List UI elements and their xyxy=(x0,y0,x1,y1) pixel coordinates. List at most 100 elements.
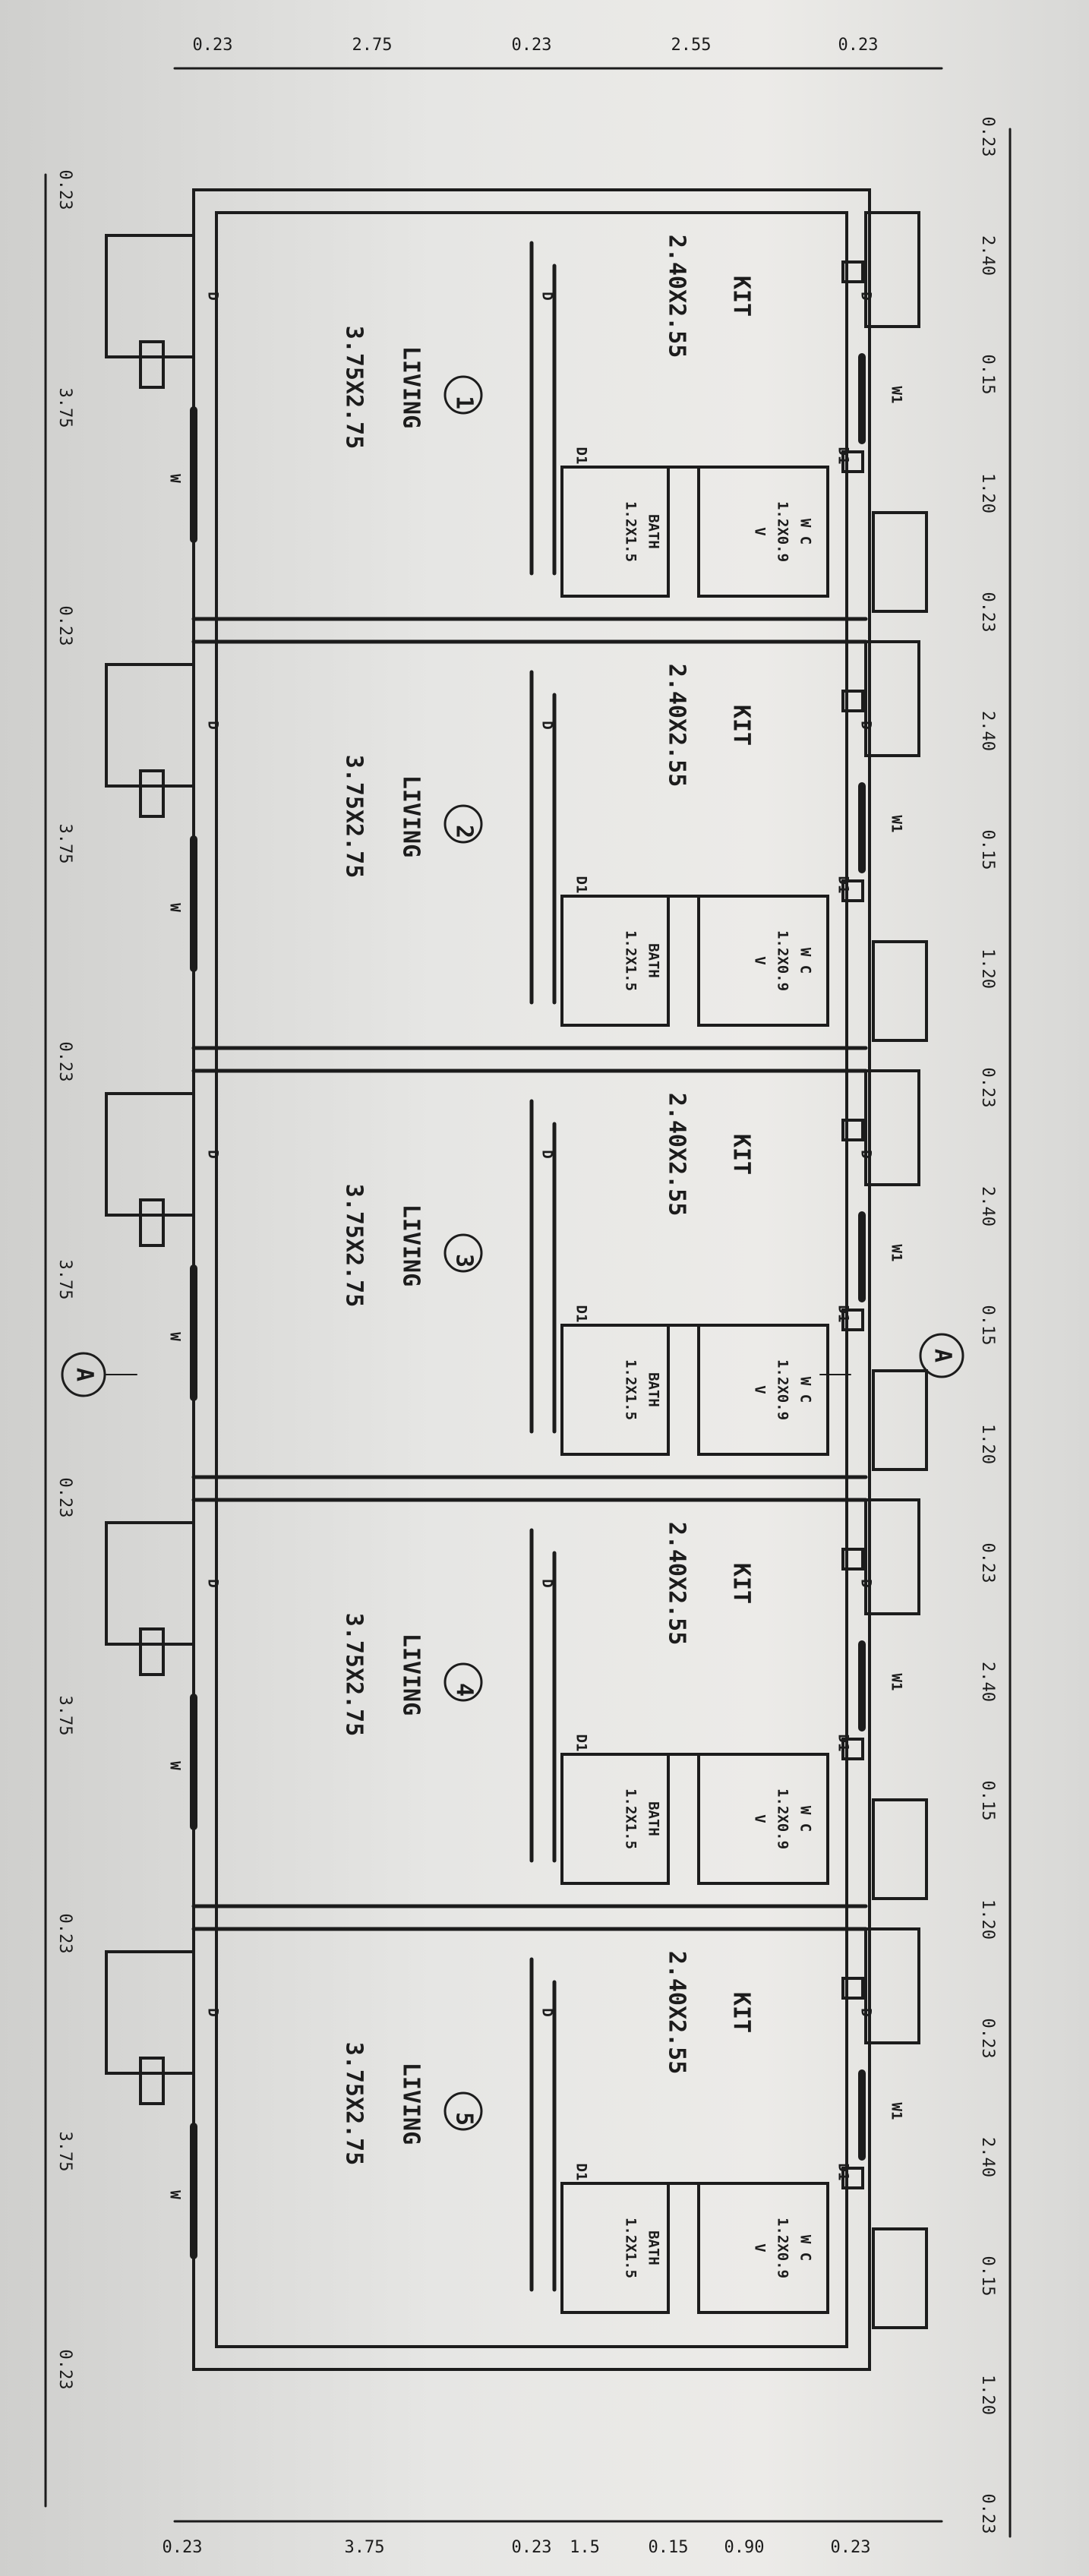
bath-room xyxy=(560,895,670,1027)
wc-room xyxy=(697,2182,829,2314)
wc-label: W C xyxy=(797,2235,814,2261)
door-label: D xyxy=(858,2008,875,2016)
walls-layer xyxy=(105,188,928,2371)
unit-number-circle xyxy=(443,804,483,844)
pier xyxy=(139,1627,165,1676)
section-marker-label: A xyxy=(930,1349,956,1362)
wc-size: 1.2X0.9 xyxy=(775,930,791,991)
bath-label: BATH xyxy=(646,1801,662,1836)
door-marker xyxy=(841,690,864,712)
ventilator-label: V xyxy=(752,956,769,964)
bath-room xyxy=(560,1324,670,1456)
wc-door-label: D1 xyxy=(835,447,852,465)
right-dim-label: 2.40 xyxy=(978,711,997,751)
right-dim-label: 0.15 xyxy=(978,1781,997,1821)
door-label: D xyxy=(205,1579,222,1587)
window-label: W xyxy=(167,1332,184,1341)
bath-size: 1.2X1.5 xyxy=(623,1359,639,1420)
unit-number-label: 1 xyxy=(451,396,478,409)
right-dim-label: 2.40 xyxy=(978,2137,997,2177)
door-label: D xyxy=(858,721,875,729)
wc-projection xyxy=(872,1798,928,1900)
unit-3 xyxy=(105,1046,928,1471)
kitchen-size: 2.40X2.55 xyxy=(664,1093,690,1217)
pier xyxy=(139,2057,165,2105)
unit-number-circle xyxy=(443,1662,483,1702)
right-dim-label: 0.23 xyxy=(978,592,997,633)
right-dim-label: 1.20 xyxy=(978,1899,997,1940)
left-dim-label: 3.75 xyxy=(55,388,74,428)
door-marker-2 xyxy=(841,1309,864,1331)
unit-number-label: 2 xyxy=(451,825,478,838)
right-dim-label: 1.20 xyxy=(978,949,997,989)
door-marker xyxy=(841,1977,864,2000)
door-label: D xyxy=(858,292,875,300)
wc-room xyxy=(697,1753,829,1885)
window-kitchen-label: W1 xyxy=(889,1674,905,1691)
door-marker xyxy=(841,1119,864,1141)
door-label: D xyxy=(858,1150,875,1158)
balcony-bay xyxy=(105,1092,195,1217)
kitchen-projection xyxy=(864,211,920,328)
wc-door-label: D1 xyxy=(835,2164,852,2181)
right-dim-label: 2.40 xyxy=(978,1662,997,1702)
unit-number-label: 3 xyxy=(451,1254,478,1267)
bath-room xyxy=(560,1753,670,1885)
door-marker-2 xyxy=(841,450,864,473)
living-label: LIVING xyxy=(398,1634,425,1716)
bath-room xyxy=(560,2182,670,2314)
wc-door-label: D1 xyxy=(835,876,852,894)
right-dim-label: 0.15 xyxy=(978,830,997,870)
left-dim-label: 0.23 xyxy=(55,170,74,210)
kitchen-projection xyxy=(864,640,920,757)
door-label: D xyxy=(205,721,222,729)
door-label: D xyxy=(205,292,222,300)
unit-number-label: 5 xyxy=(451,2112,478,2126)
bottom-dim-label: 3.75 xyxy=(345,2538,385,2557)
unit-number-circle xyxy=(443,2091,483,2131)
bottom-dim-label: 0.23 xyxy=(163,2538,203,2557)
unit-2 xyxy=(105,617,928,1042)
right-dim-label: 0.15 xyxy=(978,355,997,395)
ventilator-label: V xyxy=(752,527,769,535)
bath-door-label: D1 xyxy=(573,876,590,894)
unit-number-label: 4 xyxy=(451,1683,478,1697)
bath-door-label: D1 xyxy=(573,1735,590,1752)
kitchen-label: KIT xyxy=(728,276,755,317)
left-dim-label: 0.23 xyxy=(55,1914,74,1954)
pier xyxy=(139,340,165,389)
bath-door-label: D1 xyxy=(573,1305,590,1323)
right-dim-label: 0.23 xyxy=(978,2019,997,2059)
door-label: D xyxy=(205,2008,222,2016)
wc-size: 1.2X0.9 xyxy=(775,2218,791,2278)
kitchen-projection xyxy=(864,1927,920,2044)
window-label: W xyxy=(167,2190,184,2199)
left-dim-label: 0.23 xyxy=(55,1042,74,1082)
unit-5 xyxy=(105,1904,928,2329)
section-marker-circle xyxy=(919,1333,964,1378)
door-label: D xyxy=(539,1150,556,1158)
window-kitchen-label: W1 xyxy=(889,2103,905,2120)
right-dim-label: 0.23 xyxy=(978,1068,997,1108)
right-dim-label: 0.23 xyxy=(978,117,997,157)
right-dim-label: 1.20 xyxy=(978,2375,997,2415)
wc-label: W C xyxy=(797,1377,814,1403)
living-label: LIVING xyxy=(398,775,425,857)
top-dim-label: 0.23 xyxy=(512,36,552,55)
section-marker-circle xyxy=(61,1352,106,1397)
left-dim-label: 3.75 xyxy=(55,2132,74,2172)
kitchen-size: 2.40X2.55 xyxy=(664,1522,690,1646)
bath-size: 1.2X1.5 xyxy=(623,501,639,562)
wc-projection xyxy=(872,1369,928,1471)
door-marker-2 xyxy=(841,2167,864,2189)
wc-projection xyxy=(872,940,928,1042)
wc-label: W C xyxy=(797,1806,814,1832)
door-marker-2 xyxy=(841,1738,864,1760)
living-size: 3.75X2.75 xyxy=(341,755,368,879)
unit-4 xyxy=(105,1475,928,1900)
inner-wall xyxy=(215,211,848,2348)
